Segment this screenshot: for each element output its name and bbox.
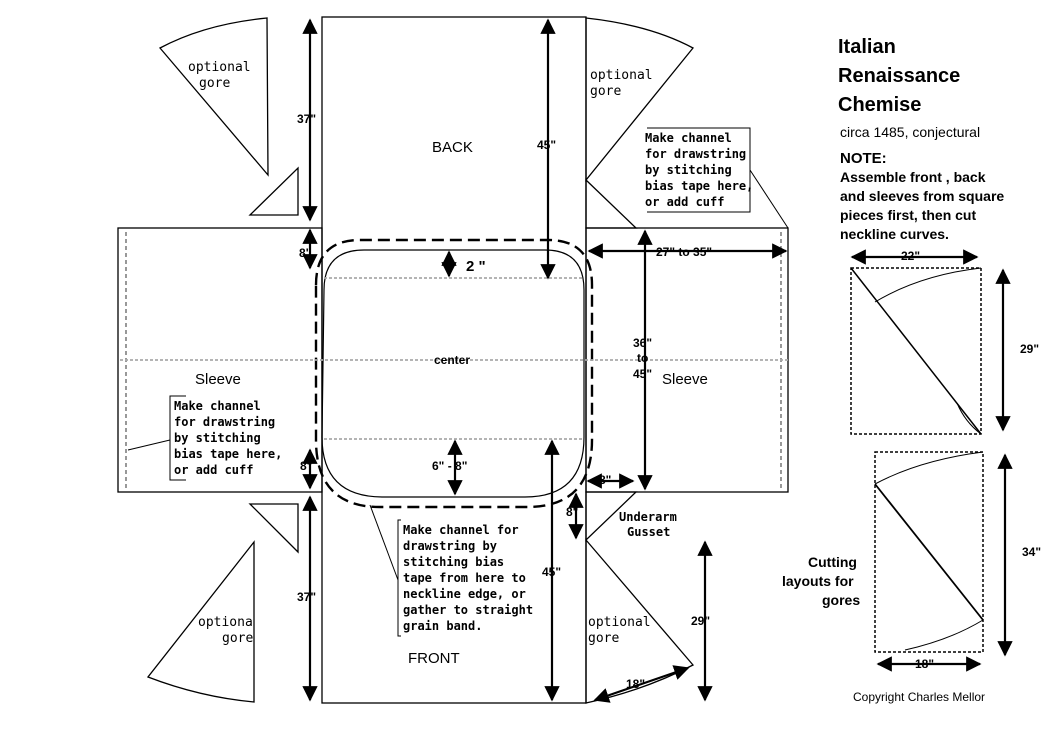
layout2-frame [874, 451, 984, 653]
note-front-5: neckline edge, or [403, 587, 526, 601]
gusset-top-left [248, 166, 299, 216]
note-line-2: and sleeves from square [840, 188, 1004, 204]
layout1-frame [850, 267, 982, 435]
gusset-top-right [585, 178, 638, 229]
dim-gusset-height: 8" [566, 505, 578, 519]
gore-labels: optional gore optional gore optiona gore… [188, 60, 860, 646]
layout2-curve-top [874, 451, 984, 485]
layout2-diagonal [874, 483, 984, 621]
title-block: Italian Renaissance Chemise circa 1485, … [838, 36, 1004, 242]
neckline-cut-curve [321, 249, 585, 498]
dim-layout1-width: 22" [901, 249, 920, 263]
copyright: Copyright Charles Mellor [853, 690, 985, 704]
note-line-4: neckline curves. [840, 226, 949, 242]
note-front-2: drawstring by [403, 539, 497, 553]
cutting-label-1: Cutting [808, 554, 857, 570]
note-right-3: by stitching [645, 163, 732, 177]
note-right-1: Make channel [645, 131, 732, 145]
dim-neck-top: 2 " [466, 258, 486, 275]
callout-box-left [169, 395, 186, 481]
gore-bottom-right-label-2: gore [588, 631, 619, 646]
note-front-4: tape from here to [403, 571, 526, 585]
cutting-layouts [850, 267, 984, 653]
note-left-3: by stitching [174, 431, 261, 445]
dim-sleeve-width-to: to [637, 351, 648, 365]
gore-bottom-left-label-1: optiona [198, 615, 253, 630]
gore-bottom-right-label-1: optional [588, 615, 651, 630]
gore-top-right-label-1: optional [590, 68, 653, 83]
title-line-3: Chemise [838, 94, 921, 116]
dim-sleeve-width-b: 45" [633, 367, 652, 381]
drawstring-channel-dashed [314, 238, 594, 509]
dim-gore-top-left: 37" [297, 112, 316, 126]
note-line-1: Assemble front , back [840, 169, 986, 185]
leader-right [749, 169, 789, 229]
leader-front [369, 504, 399, 581]
layout2-curve-bottom [904, 619, 984, 651]
note-right-2: for drawstring [645, 147, 746, 161]
dim-layout2-width: 18" [915, 657, 934, 671]
center-label: center [434, 353, 470, 367]
gore-top-left [158, 17, 269, 177]
piece-labels: BACK FRONT Sleeve Sleeve center [195, 139, 708, 667]
back-label: BACK [432, 139, 473, 156]
note-left-1: Make channel [174, 399, 261, 413]
front-label: FRONT [408, 650, 460, 667]
gore-top-right [585, 17, 695, 182]
dim-gore-right-height: 29" [691, 614, 710, 628]
cutting-label-2: layouts for [782, 573, 854, 589]
callout-box-front [397, 519, 401, 637]
dim-front-length: 45" [542, 565, 561, 579]
note-line-3: pieces first, then cut [840, 207, 976, 223]
cutting-label-3: gores [822, 592, 860, 608]
layout1-curve [874, 267, 982, 303]
gore-top-left-label-1: optional [188, 60, 251, 75]
dim-sleeve-length: 27" to 35" [656, 245, 712, 259]
sleeve-right-label: Sleeve [662, 371, 708, 388]
underarm-gusset [585, 491, 638, 542]
title-line-1: Italian [838, 36, 896, 58]
neckline [314, 238, 594, 509]
note-front-6: gather to straight [403, 603, 533, 617]
layout1-diagonal [850, 267, 982, 435]
dim-layout1-height: 29" [1020, 342, 1039, 356]
gusset-bottom-left [248, 503, 299, 554]
dim-back-length: 45" [537, 138, 556, 152]
note-left-5: or add cuff [174, 463, 253, 477]
arrow-gore-right-width [593, 665, 690, 703]
dim-layout2-height: 34" [1022, 545, 1041, 559]
note-heading: NOTE: [840, 150, 887, 167]
dim-gore-right-width: 18" [626, 677, 645, 691]
dim-sleeve-band-bottom: 8" [300, 459, 312, 473]
note-right-4: bias tape here, [645, 179, 753, 193]
note-front-7: grain band. [403, 619, 482, 633]
leader-left [127, 439, 171, 451]
dim-gore-bottom-left: 37" [297, 590, 316, 604]
gore-top-left-label-2: gore [199, 76, 230, 91]
dim-gusset-width: 8" [599, 473, 611, 487]
dim-sleeve-width-a: 36" [633, 336, 652, 350]
channel-notes: Make channel for drawstring by stitching… [174, 131, 753, 633]
gore-bottom-left-label-2: gore [222, 631, 253, 646]
gusset-label-2: Gusset [627, 525, 670, 539]
note-left-4: bias tape here, [174, 447, 282, 461]
layout1-curve-bottom [956, 402, 982, 435]
callouts [127, 127, 789, 637]
dimension-labels: 37" 8" 8" 37" 45" 45" 2 " 6" - 8" 27" to… [297, 112, 1041, 691]
subtitle: circa 1485, conjectural [840, 124, 980, 140]
note-left-2: for drawstring [174, 415, 275, 429]
dim-sleeve-band-top: 8" [299, 246, 311, 260]
title-line-2: Renaissance [838, 65, 960, 87]
dimension-arrows [302, 18, 1013, 703]
note-front-1: Make channel for [403, 523, 519, 537]
gusset-label-1: Underarm [619, 510, 677, 524]
gore-top-right-label-2: gore [590, 84, 621, 99]
dim-neck-front: 6" - 8" [432, 459, 467, 473]
sleeve-left-label: Sleeve [195, 371, 241, 388]
note-right-5: or add cuff [645, 195, 724, 209]
note-front-3: stitching bias [403, 555, 504, 569]
gore-bottom-left [146, 540, 255, 703]
